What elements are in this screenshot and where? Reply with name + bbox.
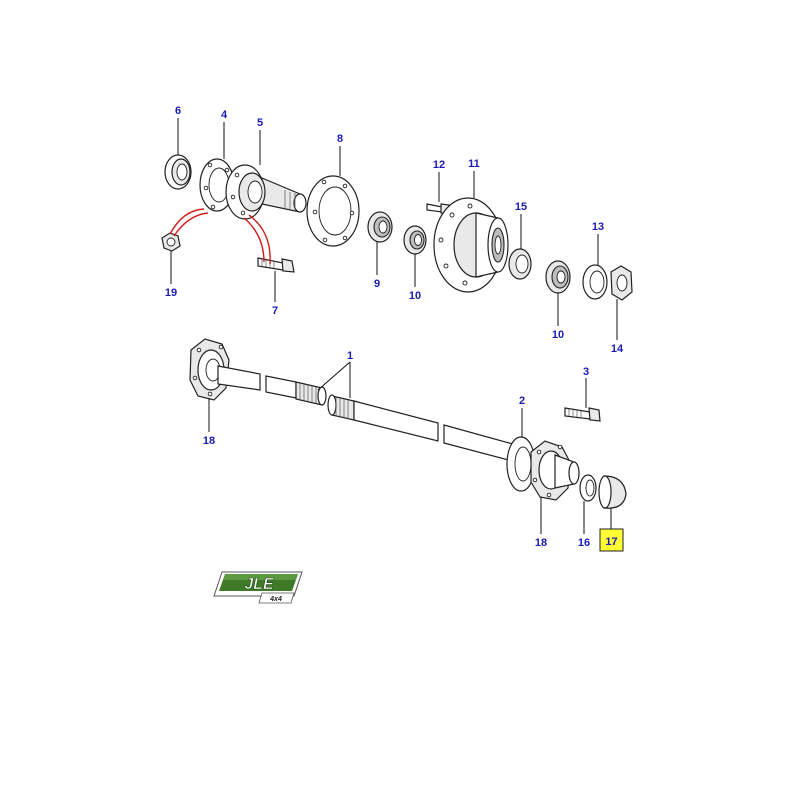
- part-15-seal[interactable]: [508, 248, 532, 280]
- part-1-half-shaft-left[interactable]: [217, 365, 327, 406]
- part-1-half-shaft-right[interactable]: [327, 394, 521, 464]
- callout-15[interactable]: 15: [515, 201, 527, 213]
- callout-19[interactable]: 19: [165, 287, 177, 299]
- callout-18b[interactable]: 18: [535, 537, 547, 549]
- callout-12[interactable]: 12: [433, 159, 445, 171]
- part-8-gasket-plate[interactable]: [306, 175, 360, 247]
- part-17-hub-cap[interactable]: [598, 475, 627, 509]
- callout-17-highlight-box: [599, 528, 624, 552]
- part-10-bearing-inner[interactable]: [403, 225, 427, 255]
- part-11-hub[interactable]: [433, 197, 509, 293]
- part-6-oil-seal[interactable]: [164, 154, 192, 190]
- callout-18a[interactable]: 18: [203, 435, 215, 447]
- part-16-circlip[interactable]: [579, 474, 597, 502]
- jle-logo: JLE 4x4: [213, 571, 303, 604]
- assembly-connector-lines: [169, 208, 271, 265]
- callout-6[interactable]: 6: [175, 105, 181, 117]
- callout-14[interactable]: 14: [611, 343, 624, 355]
- logo-sub-text: 4x4: [269, 596, 282, 603]
- callout-4[interactable]: 4: [221, 109, 228, 121]
- part-14-hub-nut[interactable]: [610, 265, 633, 301]
- callout-10a[interactable]: 10: [409, 290, 421, 302]
- part-5-stub-axle[interactable]: [225, 164, 307, 220]
- callout-17[interactable]: 17: [605, 536, 617, 548]
- part-12-bolt[interactable]: [426, 203, 450, 215]
- callout-3[interactable]: 3: [583, 366, 589, 378]
- part-13-lock-washer[interactable]: [582, 264, 608, 300]
- callout-13[interactable]: 13: [592, 221, 604, 233]
- leader-lines: [170, 118, 618, 534]
- callout-10b[interactable]: 10: [552, 329, 564, 341]
- part-18-drive-flange-right[interactable]: [530, 440, 580, 501]
- logo-main-text: JLE: [244, 576, 275, 593]
- callout-16[interactable]: 16: [578, 537, 590, 549]
- callout-2[interactable]: 2: [519, 395, 525, 407]
- part-9-bearing[interactable]: [367, 211, 393, 243]
- part-19-nut[interactable]: [161, 232, 181, 252]
- callout-labels: 6 4 5 8 9 10 12 11 15 10 13 14 19 7 1 18…: [165, 105, 624, 552]
- callout-7[interactable]: 7: [272, 305, 278, 317]
- part-3-bolt[interactable]: [564, 407, 601, 422]
- callout-11[interactable]: 11: [468, 158, 480, 170]
- callout-8[interactable]: 8: [337, 133, 343, 145]
- callout-9[interactable]: 9: [374, 278, 380, 290]
- callout-5[interactable]: 5: [257, 117, 263, 129]
- part-10-bearing-outer[interactable]: [545, 260, 571, 294]
- callout-1[interactable]: 1: [347, 350, 353, 362]
